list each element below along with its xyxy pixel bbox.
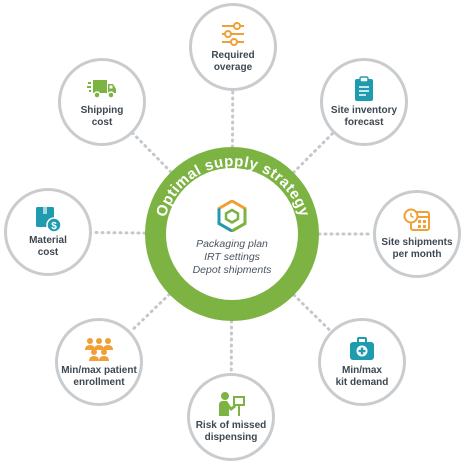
calendar-clock-icon	[402, 208, 432, 234]
node-shipping-cost: Shipping cost	[58, 58, 146, 146]
center-line-3: Depot shipments	[192, 263, 272, 276]
truck-icon	[87, 76, 117, 102]
center-inner: Packaging plan IRT settings Depot shipme…	[166, 168, 298, 300]
center-hub: Packaging plan IRT settings Depot shipme…	[145, 147, 319, 321]
node-label: Material cost	[29, 234, 67, 258]
node-required-overage: Required overage	[189, 3, 277, 91]
node-label: Required overage	[211, 49, 255, 73]
node-label: Min/max kit demand	[335, 364, 389, 388]
center-line-1: Packaging plan	[196, 237, 268, 250]
center-line-2: IRT settings	[204, 250, 260, 263]
connector-line	[129, 292, 171, 333]
node-min-max-patient-enrollment: Min/max patient enrollment	[55, 318, 143, 406]
node-label: Shipping cost	[80, 104, 124, 128]
node-risk-of-missed-dispensing: Risk of missed dispensing	[187, 373, 275, 461]
node-min-max-kit-demand: Min/max kit demand	[318, 318, 406, 406]
patients-group-icon	[84, 336, 114, 362]
connector-line	[292, 293, 333, 333]
node-label: Min/max patient enrollment	[61, 364, 137, 388]
node-label: Site inventory forecast	[330, 104, 398, 128]
svg-text:$: $	[51, 221, 57, 232]
medical-kit-icon	[347, 336, 377, 362]
node-material-cost: $ Material cost	[4, 188, 92, 276]
connector-line	[131, 131, 173, 174]
sliders-icon	[218, 21, 248, 47]
hexagon-logo-icon	[217, 199, 247, 232]
box-dollar-icon: $	[33, 206, 63, 233]
node-label: Risk of missed dispensing	[195, 419, 267, 443]
node-label: Site shipments per month	[381, 236, 453, 260]
node-site-inventory-forecast: Site inventory forecast	[320, 58, 408, 146]
clipboard-icon	[349, 75, 379, 102]
node-site-shipments-per-month: Site shipments per month	[373, 190, 461, 278]
connector-line	[90, 230, 147, 235]
person-screen-icon	[216, 391, 246, 417]
connector-line	[292, 131, 335, 174]
